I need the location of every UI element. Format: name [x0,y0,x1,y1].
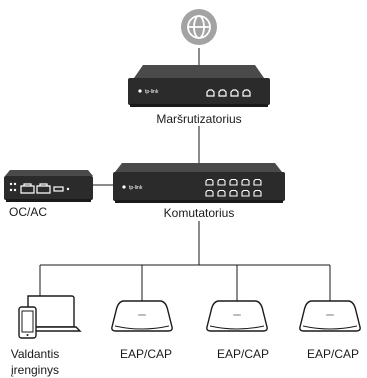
controller-icon [4,170,93,202]
globe-icon [181,9,217,45]
ceiling-access-point-icon [299,300,361,332]
switch-label: Komutatorius [163,206,235,220]
router-icon: tp-link [128,65,270,107]
switch-icon: tp-link [113,163,285,203]
ceiling-access-point-icon [111,300,173,332]
ap1-label: EAP/CAP [119,347,173,361]
ap3-label: EAP/CAP [306,347,360,361]
ceiling-access-point-icon [206,300,268,332]
management-device-label-line1: Valdantis [10,347,60,361]
connection-lines [39,48,331,301]
management-device-label-line2: įrenginys [10,363,60,377]
controller-label: OC/AC [9,205,48,219]
router-brand-logo: tp-link [145,89,159,95]
router-label: Maršrutizatorius [156,112,242,126]
ap2-label: EAP/CAP [216,347,270,361]
phone-laptop-icon [18,295,82,339]
switch-brand-logo: tp-link [129,185,143,191]
